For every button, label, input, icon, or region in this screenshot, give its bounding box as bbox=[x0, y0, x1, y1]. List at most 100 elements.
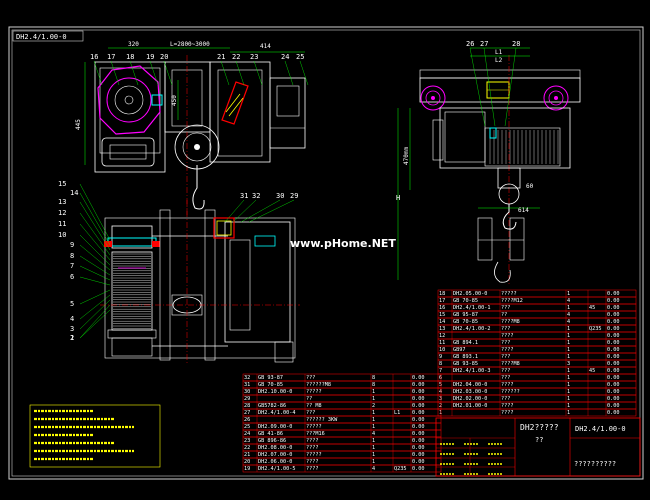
balloon-leader bbox=[284, 60, 294, 86]
parts-cell-no: 7 bbox=[439, 368, 442, 374]
parts-cell-name: ?????? 3KW bbox=[306, 417, 338, 423]
dim-l1: L1 bbox=[495, 49, 503, 56]
balloon-label: 31 bbox=[240, 192, 248, 200]
parts-cell-qty: 1 bbox=[372, 438, 375, 444]
balloon-label: 9 bbox=[70, 241, 74, 249]
parts-cell-no: 27 bbox=[244, 410, 250, 416]
hook-right-view bbox=[502, 204, 517, 230]
parts-cell-qty: 1 bbox=[567, 403, 570, 409]
parts-cell-qty: 1 bbox=[567, 291, 570, 297]
parts-cell-wt: 0.00 bbox=[412, 459, 425, 465]
parts-cell-mat: Q235 bbox=[589, 326, 602, 332]
balloon-label: 2 bbox=[70, 334, 74, 342]
parts-cell-qty: 1 bbox=[372, 445, 375, 451]
balloon-label: 16 bbox=[90, 53, 98, 61]
title-block-subtitle: ?? bbox=[535, 436, 543, 444]
balloon-leader bbox=[79, 309, 111, 339]
parts-cell-wt: 0.00 bbox=[412, 389, 425, 395]
balloon-leader bbox=[110, 60, 120, 86]
parts-cell-no: 26 bbox=[244, 417, 250, 423]
title-block-drawing-no: DH2.4/1.00-0 bbox=[575, 425, 626, 433]
title-block-title: DH2????? bbox=[520, 423, 559, 432]
parts-cell-name: ?????? bbox=[501, 389, 520, 395]
parts-cell-code: DH2.4/1.00-1 bbox=[453, 305, 490, 311]
parts-cell-code: DH2.4/1.00-2 bbox=[453, 326, 490, 332]
parts-cell-name: ???? bbox=[306, 438, 319, 444]
parts-cell-name: ???? bbox=[306, 445, 319, 451]
dim-320: 320 bbox=[128, 41, 139, 48]
parts-cell-code: GB 70-85 bbox=[258, 382, 283, 388]
balloon-leader bbox=[79, 212, 111, 256]
parts-cell-no: 8 bbox=[439, 361, 442, 367]
parts-cell-name: ????M8 bbox=[501, 361, 520, 367]
parts-cell-no: 25 bbox=[244, 424, 250, 430]
parts-cell-name: ????M8 bbox=[501, 319, 520, 325]
parts-cell-no: 15 bbox=[439, 312, 445, 318]
parts-cell-no: 31 bbox=[244, 382, 250, 388]
balloon-label: 10 bbox=[58, 231, 66, 239]
parts-cell-no: 17 bbox=[439, 298, 445, 304]
parts-cell-name: ???? bbox=[306, 459, 319, 465]
parts-cell-code: DH2.4/1.00-4 bbox=[258, 410, 295, 416]
parts-cell-wt: 0.00 bbox=[607, 340, 620, 346]
parts-cell-no: 32 bbox=[244, 375, 250, 381]
overlay-watermark: www.pHome.NET bbox=[290, 237, 396, 250]
parts-cell-qty: 4 bbox=[567, 312, 570, 318]
parts-cell-qty: 1 bbox=[567, 389, 570, 395]
hook-left-view bbox=[192, 165, 205, 210]
parts-cell-qty: 2 bbox=[372, 403, 375, 409]
balloon-label: 29 bbox=[290, 192, 298, 200]
balloon-label: 27 bbox=[480, 40, 488, 48]
parts-cell-wt: 0.00 bbox=[607, 291, 620, 297]
parts-cell-wt: 0.00 bbox=[412, 452, 425, 458]
balloon-leader bbox=[79, 294, 111, 320]
balloon-label: 14 bbox=[70, 189, 78, 197]
balloon-leader bbox=[79, 244, 111, 271]
parts-cell-wt: 0.00 bbox=[412, 431, 425, 437]
balloon-label: 12 bbox=[58, 209, 66, 217]
parts-cell-qty: 4 bbox=[372, 431, 375, 437]
balloon-label: 3 bbox=[70, 325, 74, 333]
parts-cell-qty: 3 bbox=[567, 361, 570, 367]
balloon-label: 22 bbox=[232, 53, 240, 61]
parts-cell-code: DH2.04.00-0 bbox=[453, 382, 487, 388]
parts-cell-qty: 1 bbox=[372, 396, 375, 402]
parts-cell-wt: 0.00 bbox=[607, 326, 620, 332]
parts-cell-qty: 8 bbox=[372, 382, 375, 388]
parts-cell-wt: 0.00 bbox=[607, 305, 620, 311]
parts-cell-name: ??? bbox=[501, 354, 510, 360]
parts-cell-no: 5 bbox=[439, 382, 442, 388]
balloon-label: 15 bbox=[58, 180, 66, 188]
parts-cell-wt: 0.00 bbox=[607, 368, 620, 374]
balloon-leader bbox=[240, 199, 281, 223]
drawing-inner-frame bbox=[11, 29, 641, 477]
parts-cell-code: DH2.02.00-0 bbox=[453, 396, 487, 402]
parts-cell-wt: 0.00 bbox=[412, 382, 425, 388]
parts-cell-wt: 0.00 bbox=[607, 361, 620, 367]
parts-cell-code: GB97 bbox=[453, 347, 466, 353]
parts-cell-name: ???? bbox=[501, 403, 514, 409]
balloon-leader bbox=[224, 199, 245, 223]
parts-cell-code: GB 93-87 bbox=[258, 375, 283, 381]
balloon-leader bbox=[163, 60, 173, 86]
balloon-label: 11 bbox=[58, 220, 66, 228]
wheel-right bbox=[543, 85, 569, 111]
balloon-label: 1 bbox=[70, 334, 74, 342]
parts-cell-qty: 1 bbox=[567, 375, 570, 381]
dim-60: 60 bbox=[526, 183, 534, 190]
parts-cell-name: ??? bbox=[501, 375, 510, 381]
parts-cell-qty: 1 bbox=[372, 424, 375, 430]
balloon-leader bbox=[79, 234, 111, 266]
balloon-label: 30 bbox=[276, 192, 284, 200]
parts-cell-code: DH2.10.00-0 bbox=[258, 389, 292, 395]
parts-cell-no: 23 bbox=[244, 438, 250, 444]
parts-cell-code: GB5782-86 bbox=[258, 403, 286, 409]
parts-cell-wt: 0.00 bbox=[607, 354, 620, 360]
balloon-leader bbox=[129, 60, 139, 86]
parts-cell-wt: 0.00 bbox=[412, 417, 425, 423]
